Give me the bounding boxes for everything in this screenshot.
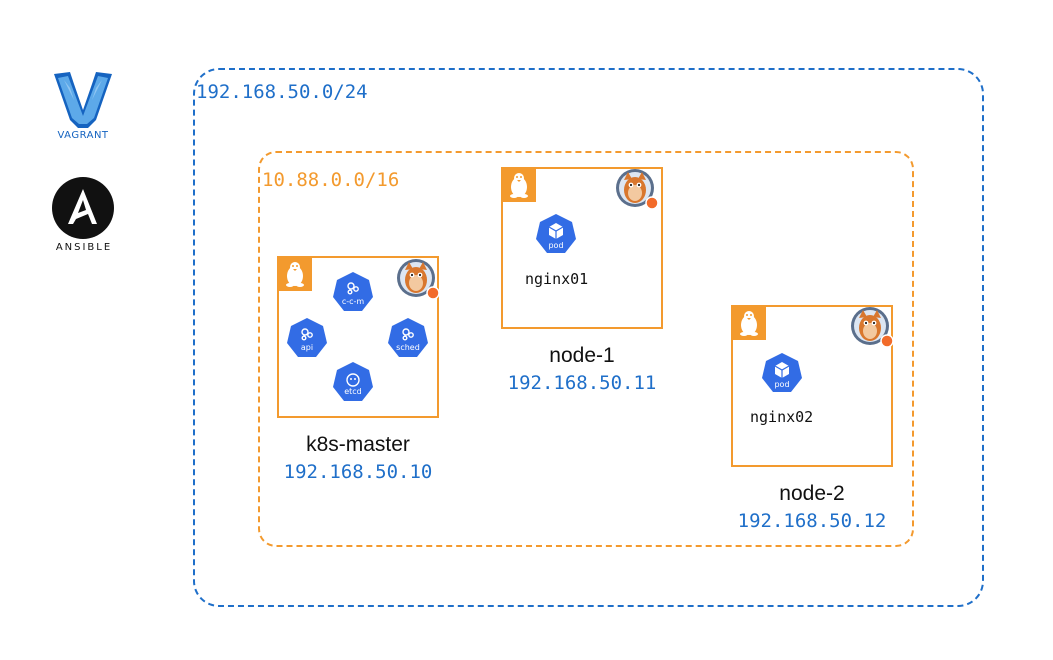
containerd-mascot-icon <box>851 307 894 348</box>
pod-network-cidr: 10.88.0.0/16 <box>262 169 400 191</box>
pod-network-boundary <box>258 151 914 547</box>
ansible-label: ANSIBLE <box>55 242 113 253</box>
node-name-node-1: node-1 <box>549 344 615 367</box>
containerd-mascot-icon <box>397 259 440 300</box>
vagrant-logo <box>54 72 112 128</box>
node-name-node-2: node-2 <box>779 482 845 505</box>
component-label-api: api <box>301 343 313 352</box>
pod-name-nginx02: nginx02 <box>750 408 814 426</box>
component-label-etcd: etcd <box>344 387 362 396</box>
pod-icon: pod <box>762 353 802 392</box>
node-ip-node-1: 192.168.50.11 <box>507 372 657 394</box>
pod-icon-label: pod <box>774 380 789 389</box>
containerd-mascot-icon <box>616 169 659 210</box>
host-network-boundary <box>193 68 984 607</box>
node-name-k8s-master: k8s-master <box>306 433 410 456</box>
vagrant-label: VAGRANT <box>57 130 109 141</box>
kubernetes-component-icon: etcd <box>333 362 373 401</box>
component-label-sched: sched <box>396 343 420 352</box>
kubernetes-component-icon: api <box>287 318 327 357</box>
host-network-cidr: 192.168.50.0/24 <box>196 81 368 103</box>
ansible-logo <box>52 177 114 239</box>
node-ip-node-2: 192.168.50.12 <box>737 510 887 532</box>
linux-tux-icon <box>278 257 312 291</box>
pod-icon: pod <box>536 214 576 253</box>
kubernetes-component-icon: sched <box>388 318 428 357</box>
pod-name-nginx01: nginx01 <box>525 270 589 288</box>
kubernetes-component-icon: c-c-m <box>333 272 373 311</box>
linux-tux-icon <box>732 306 766 340</box>
linux-tux-icon <box>502 168 536 202</box>
component-label-ccm: c-c-m <box>342 297 365 306</box>
pod-icon-label: pod <box>548 241 563 250</box>
node-ip-k8s-master: 192.168.50.10 <box>283 461 433 483</box>
